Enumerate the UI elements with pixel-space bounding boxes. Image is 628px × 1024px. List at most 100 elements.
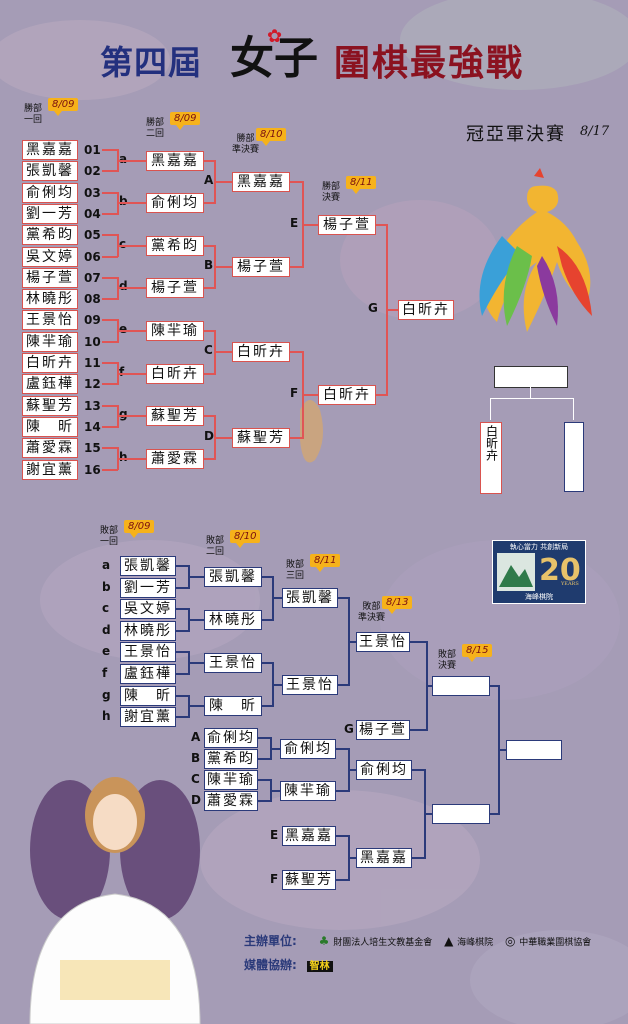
host-org-1: 財團法人培生文教基金會	[333, 938, 433, 948]
host-row: 主辦單位: ♣ 財團法人培生文教基金會 ▲ 海峰棋院 ◎ 中華職業圍棋協會	[244, 932, 591, 949]
bracket-line	[188, 575, 204, 578]
anniversary-logo: 執心當力 共創新局 20 YEARS 海峰棋院	[492, 540, 586, 604]
phoenix-logo	[479, 168, 592, 332]
finals-date: 8/17	[580, 124, 610, 139]
losers-player-slot: 吳文婷	[120, 599, 176, 620]
bracket-line	[386, 308, 398, 311]
mountain-icon	[497, 553, 535, 591]
winners-semifinal-slot: 楊子萱	[318, 214, 376, 235]
bracket-line	[490, 812, 500, 815]
bracket-line	[176, 651, 190, 654]
seed-number: 04	[84, 206, 101, 221]
seed-letter: b	[102, 579, 111, 594]
bracket-line	[336, 747, 350, 750]
seed-number: 14	[84, 419, 101, 434]
winners-round2-label: 勝部 二回	[146, 118, 165, 139]
bracket-line	[176, 694, 190, 697]
seed-number: 02	[84, 164, 101, 179]
seed-letter: f	[102, 666, 108, 680]
seed-number: 13	[84, 398, 101, 413]
match-letter: a	[119, 151, 128, 166]
losers-round2-slot: 林曉彤	[204, 610, 262, 630]
match-letter: g	[119, 407, 128, 422]
title-main: 圍棋最強戰	[334, 42, 525, 84]
bracket-line	[176, 716, 190, 719]
seed-letter: e	[102, 644, 111, 659]
losers-final-label: 敗部 決賽	[438, 650, 457, 671]
bracket-line	[102, 468, 118, 471]
bracket-line	[204, 202, 216, 205]
anniversary-org: 海峰棋院	[525, 593, 553, 601]
winners-round2-slot: 黨希昀	[146, 235, 204, 256]
seed-number: 10	[84, 334, 101, 349]
bracket-line	[258, 800, 272, 802]
losers-player-slot: 謝宜薰	[120, 707, 176, 728]
finals-line	[490, 398, 491, 420]
winners-round1-label: 勝部 一回	[24, 104, 43, 125]
losers-player-slot: 張凱馨	[120, 556, 176, 576]
page-title: 第四屆 女子 ✿ 圍棋最強戰	[0, 0, 628, 100]
bracket-line	[338, 683, 350, 686]
winners-semifinal-date: 8/11	[346, 176, 377, 194]
bracket-line	[258, 758, 272, 760]
bracket-line	[102, 383, 118, 386]
seed-letter: F	[270, 872, 279, 886]
bracket-line	[102, 255, 118, 258]
bracket-line	[262, 575, 274, 578]
losers-round1-date: 8/09	[124, 520, 155, 538]
mountain-logo-icon: ▲	[444, 934, 454, 948]
seed-letter: g	[102, 687, 111, 702]
winners-semifinal-label: 勝部 決賽	[322, 182, 341, 203]
bracket-line	[188, 705, 204, 708]
winners-quarterfinal-slot: 黑嘉嘉	[232, 171, 290, 192]
winners-player-slot: 林曉彤	[22, 289, 78, 310]
winners-player-slot: 白昕卉	[22, 353, 78, 373]
bracket-line	[412, 857, 426, 859]
losers-round2-date: 8/10	[230, 530, 261, 548]
seed-number: 06	[84, 249, 101, 264]
winners-round2-slot: 黑嘉嘉	[146, 150, 204, 171]
losers-lower-round2-slot: 陳羋瑜	[280, 780, 336, 801]
losers-final-slot-bottom	[432, 803, 490, 824]
bracket-line	[348, 640, 356, 643]
losers-player-slot: 盧鈺樺	[120, 664, 176, 684]
bracket-line	[117, 457, 147, 460]
match-letter: G	[368, 300, 378, 315]
winners-round2-slot: 白昕卉	[146, 363, 204, 384]
match-letter: f	[119, 364, 125, 379]
finals-player-box: 白昕卉	[480, 422, 502, 494]
losers-player-slot: 劉一芳	[120, 577, 176, 598]
losers-round3-slot: 張凱馨	[282, 588, 338, 609]
bracket-line	[176, 608, 190, 611]
losers-round2-label: 敗部 二回	[206, 536, 225, 557]
winners-player-slot: 黨希昀	[22, 225, 78, 246]
seed-letter: D	[191, 793, 201, 807]
losers-lower-slot: 黨希昀	[204, 749, 258, 769]
losers-ef-slot: 蘇聖芳	[282, 870, 336, 890]
cpga-icon: ◎	[504, 934, 516, 948]
match-letter: D	[204, 428, 214, 443]
bracket-line	[302, 223, 318, 226]
bracket-line	[204, 244, 216, 247]
seed-letter: C	[191, 772, 200, 786]
bracket-line	[102, 298, 118, 301]
bracket-line	[272, 597, 282, 600]
losers-player-slot: 林曉彤	[120, 620, 176, 641]
bracket-line	[214, 351, 232, 354]
bracket-line	[102, 404, 118, 407]
winners-round2-slot: 陳羋瑜	[146, 321, 204, 342]
seed-letter: h	[102, 709, 111, 724]
finals-player-name: 白昕卉	[484, 425, 499, 461]
flower-icon: ✿	[267, 26, 283, 47]
bracket-line	[290, 351, 304, 354]
winners-round2-slot: 蕭愛霖	[146, 448, 204, 469]
match-letter: E	[290, 215, 299, 230]
winners-player-slot: 蕭愛霖	[22, 438, 78, 459]
bracket-line	[102, 340, 118, 343]
bracket-line	[117, 372, 147, 375]
bracket-line	[410, 729, 428, 731]
bracket-line	[102, 447, 118, 450]
bracket-line	[272, 683, 282, 686]
losers-lower-slot: 俞俐均	[204, 728, 258, 748]
bracket-line	[270, 789, 280, 792]
